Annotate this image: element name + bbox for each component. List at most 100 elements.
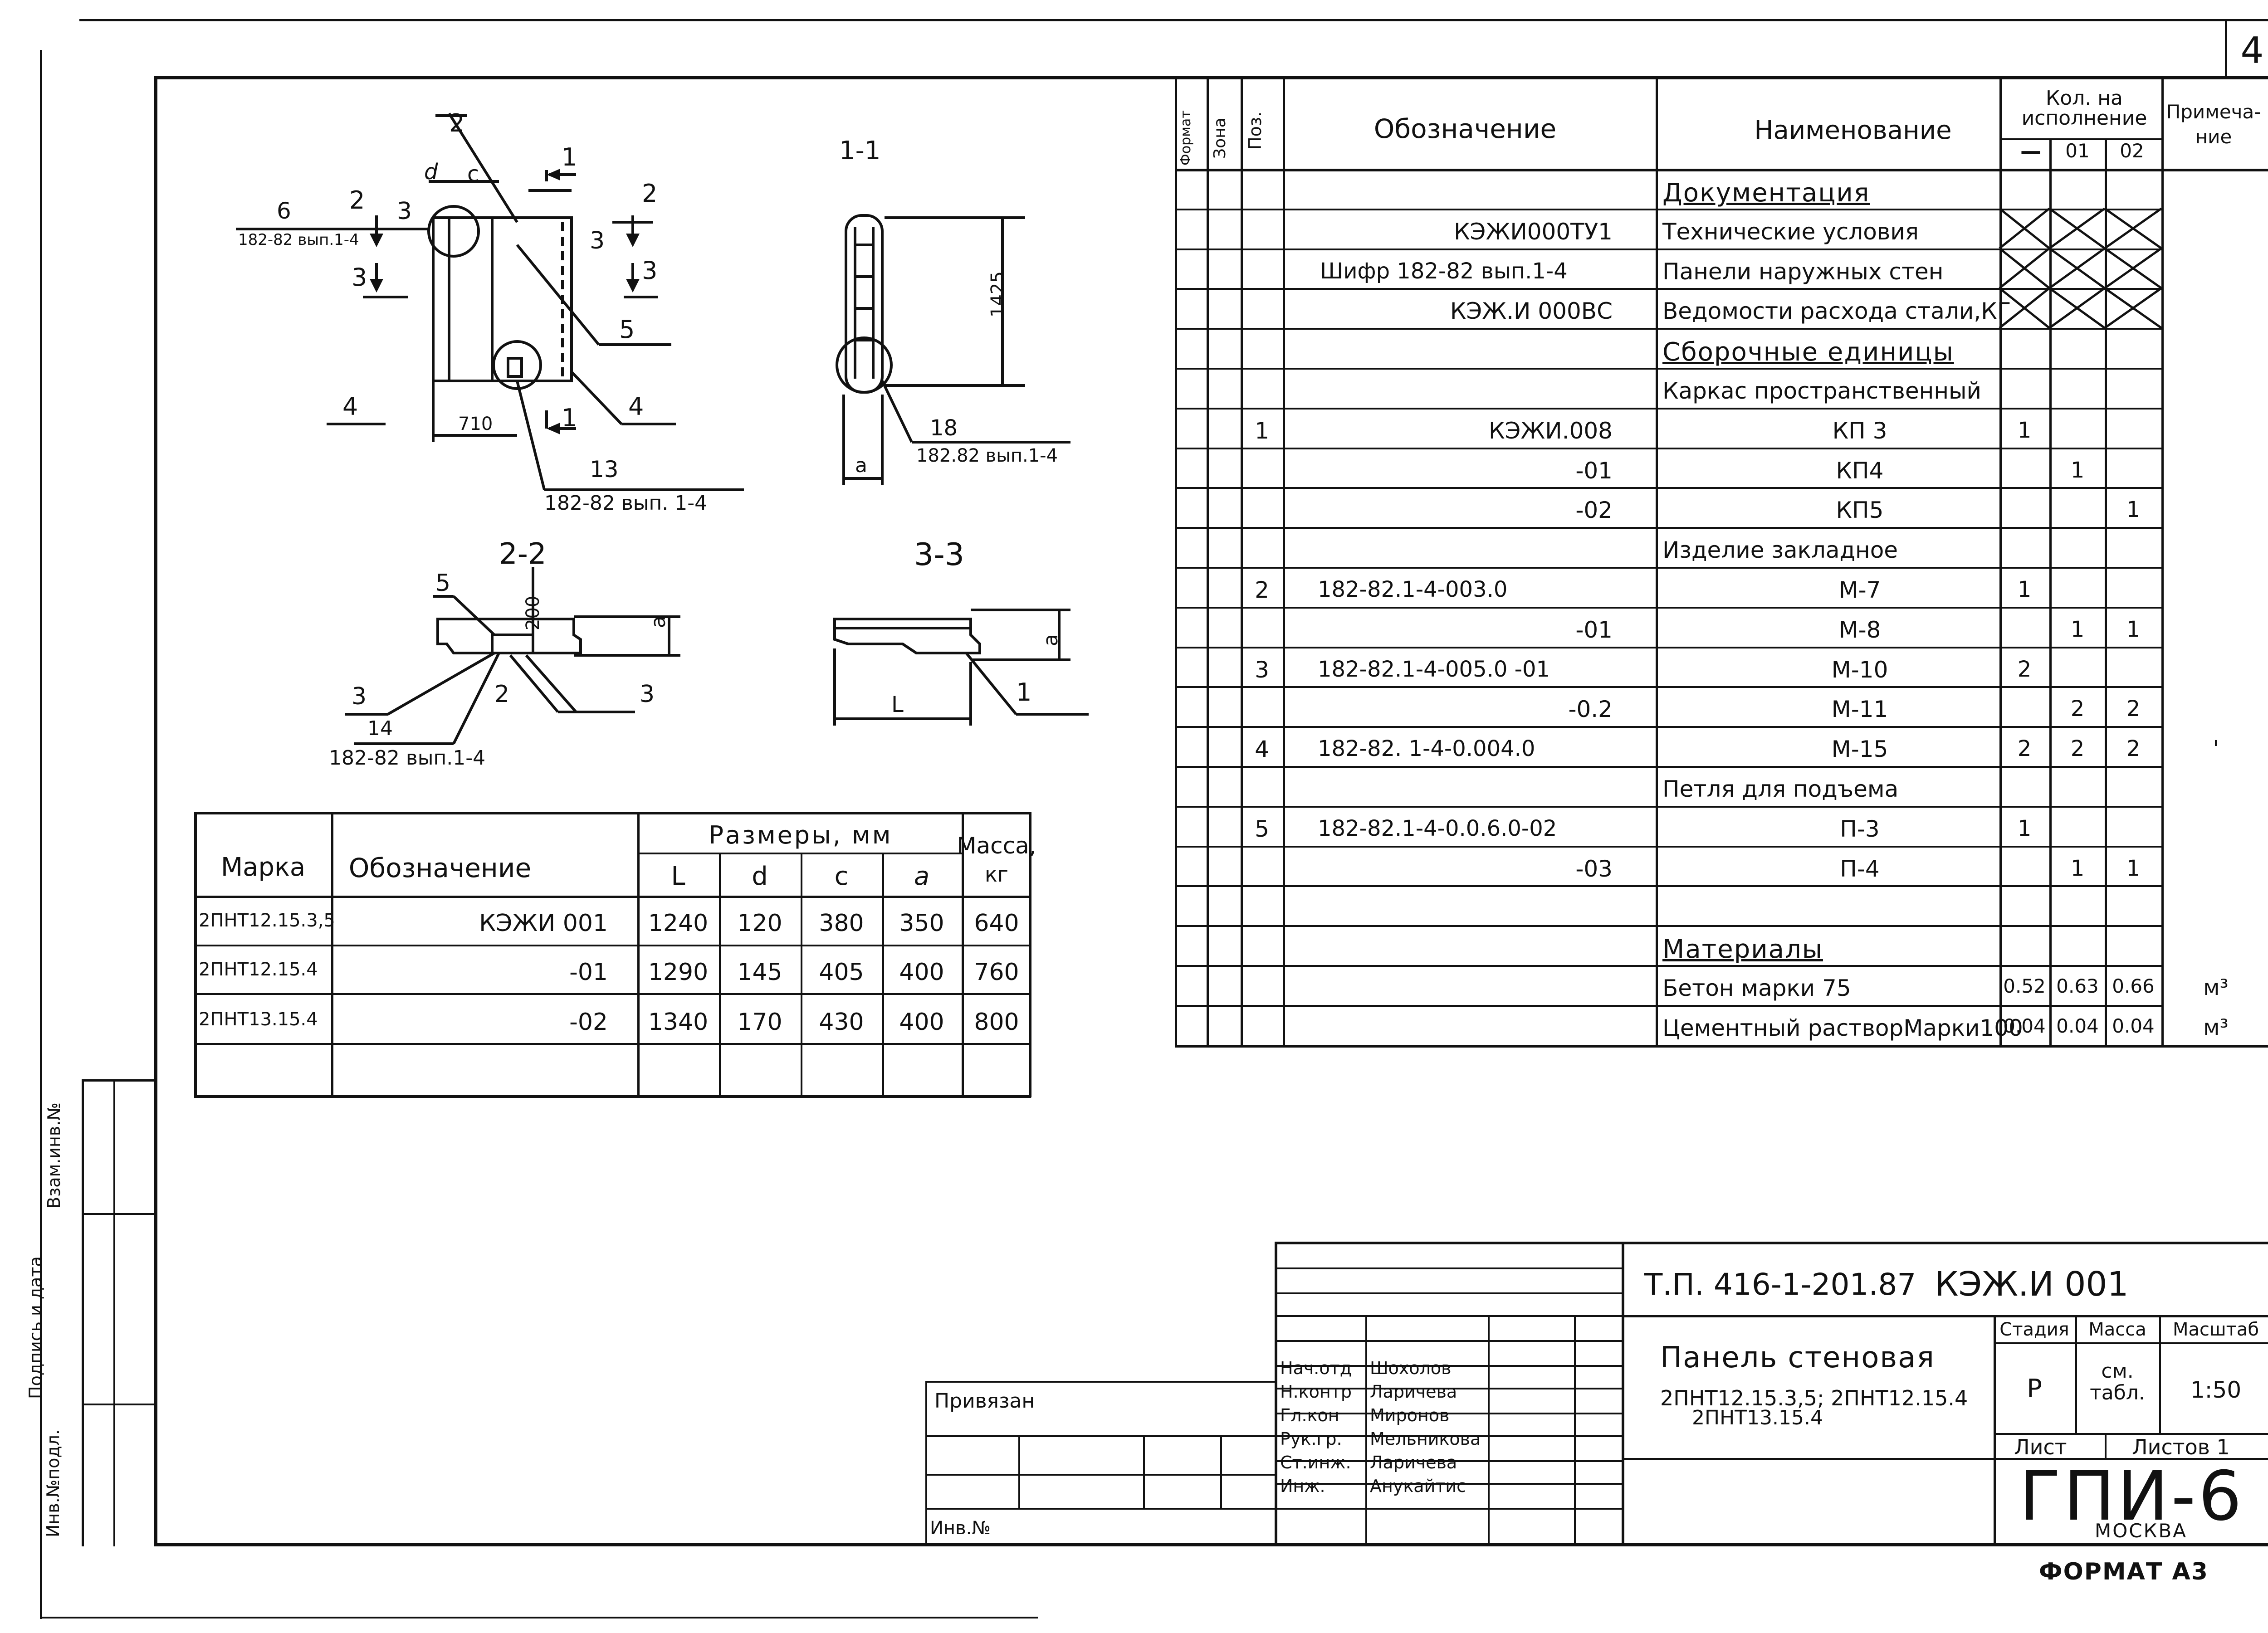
doc-code: Т.П. 416-1-201.87 xyxy=(1644,1267,1916,1302)
org-name: ГПИ-6 xyxy=(2019,1457,2245,1536)
spec-name: КП4 xyxy=(1836,457,1884,484)
dim-d: d xyxy=(424,159,438,185)
spec-qty-q2: 0.66 xyxy=(2112,975,2155,997)
section-2-2-c3b: 3 xyxy=(640,681,655,708)
params-cell-mark: 2ПНТ12.15.4 xyxy=(199,959,318,980)
spec-header-q1: 01 xyxy=(2065,140,2090,162)
spec-qty-q1: 0.04 xyxy=(2056,1014,2099,1037)
params-header-mass-unit: кг xyxy=(985,862,1008,887)
callout-2-left: 2 xyxy=(349,186,365,214)
callout-1-bottom: 1 xyxy=(562,404,577,432)
spec-name: М-11 xyxy=(1831,696,1888,723)
spec-qty-q1: 0.63 xyxy=(2056,975,2099,997)
stage-value: Р xyxy=(2027,1374,2042,1404)
section-2-2-c5: 5 xyxy=(435,570,451,597)
spec-name: Ведомости расхода стали,КГ xyxy=(1662,298,2011,325)
doc-number: КЭЖ.И 001 xyxy=(1935,1265,2129,1304)
spec-designation: -02 xyxy=(1575,497,1613,524)
spec-qty-q2: 1 xyxy=(2126,616,2141,642)
format-label: ФОРМАТ А3 xyxy=(2039,1558,2209,1585)
sheet-label: Лист xyxy=(2014,1435,2067,1459)
params-header-mark: Марка xyxy=(220,853,306,882)
spec-designation: 182-82.1-4-003.0 xyxy=(1318,577,1508,602)
spec-pos: 1 xyxy=(1255,417,1269,444)
params-header-d: d xyxy=(752,862,768,891)
frame-top xyxy=(154,76,2268,79)
outer-left-line xyxy=(40,50,42,1619)
params-cell-designation: -01 xyxy=(569,959,608,986)
signature-role: Гл.кон xyxy=(1280,1405,1339,1425)
spec-name: Цементный растворМарки100 xyxy=(1662,1014,2023,1041)
spec-qty-q0: 0.04 xyxy=(2003,1014,2046,1037)
spec-name: Петля для подъема xyxy=(1662,776,1899,802)
spec-name: Бетон марки 75 xyxy=(1662,975,1851,1001)
spec-designation: КЭЖИ000ТУ1 xyxy=(1454,218,1613,245)
spec-designation: КЭЖИ.008 xyxy=(1489,417,1613,444)
callout-4-left: 4 xyxy=(342,392,358,421)
spec-qty-q2: 1 xyxy=(2126,497,2141,523)
spec-qty-q1: 2 xyxy=(2070,736,2085,762)
params-cell-c: 405 xyxy=(819,959,864,986)
spec-qty-q0: 0.52 xyxy=(2003,975,2046,997)
callout-3-b: 3 xyxy=(590,227,605,254)
privyazan-label: Привязан xyxy=(934,1389,1035,1413)
spec-designation: -01 xyxy=(1575,616,1613,643)
params-header-L: L xyxy=(671,862,685,891)
spec-designation: -01 xyxy=(1575,457,1613,484)
spec-name: Технические условия xyxy=(1662,218,1919,245)
spec-qty-q1: 1 xyxy=(2070,616,2085,642)
sheets-label: Листов 1 xyxy=(2132,1435,2230,1459)
spec-qty-q0: 1 xyxy=(2017,417,2032,443)
params-cell-a: 400 xyxy=(899,959,944,986)
params-cell-mark: 2ПНТ13.15.4 xyxy=(199,1009,318,1030)
spec-name: П-3 xyxy=(1840,815,1880,842)
callout-3-c: 3 xyxy=(352,263,367,292)
spec-designation: -03 xyxy=(1575,855,1613,882)
spec-designation: -0.2 xyxy=(1568,696,1613,723)
signature-role: Ст.инж. xyxy=(1280,1453,1351,1472)
signature-role: Рук.гр. xyxy=(1280,1429,1342,1449)
mass-label: Масса xyxy=(2088,1319,2146,1340)
spec-qty-q0: 2 xyxy=(2017,656,2032,682)
signature-name: Шохолов xyxy=(1370,1358,1452,1378)
params-cell-c: 430 xyxy=(819,1009,864,1036)
params-header-designation: Обозначение xyxy=(348,853,532,883)
callout-5: 5 xyxy=(619,315,635,344)
spec-qty-q0: 2 xyxy=(2017,736,2032,762)
doc-subtitle-1: 2ПНТ12.15.3,5; 2ПНТ12.15.4 xyxy=(1660,1386,1968,1410)
section-3-3-title: 3-3 xyxy=(914,537,965,573)
signature-name: Миронов xyxy=(1370,1405,1450,1425)
section-1-1-ref: 182.82 вып.1-4 xyxy=(916,445,1058,466)
spec-qty-q1: 1 xyxy=(2070,457,2085,483)
callout-2-top: 2 xyxy=(449,109,465,137)
params-cell-a: 350 xyxy=(899,910,944,937)
signature-name: Мельникова xyxy=(1370,1429,1481,1449)
spec-header-q0: — xyxy=(2020,139,2041,163)
spec-pos: 5 xyxy=(1255,815,1269,842)
spec-name: М-10 xyxy=(1831,656,1888,683)
doc-subtitle-2: 2ПНТ13.15.4 xyxy=(1692,1406,1823,1429)
spec-header-name: Наименование xyxy=(1754,116,1952,145)
spec-note: м³ xyxy=(2203,975,2229,1000)
spec-qty-q2: 2 xyxy=(2126,736,2141,762)
frame-left xyxy=(154,76,157,1546)
inv-label: Инв.№ xyxy=(930,1518,991,1539)
spec-name: КП 3 xyxy=(1832,417,1887,444)
spec-name: Каркас пространственный xyxy=(1662,378,1982,404)
dim-710: 710 xyxy=(458,414,493,434)
spec-header-designation: Обозначение xyxy=(1374,113,1557,144)
sheet-number: 4 xyxy=(2240,29,2264,72)
outer-top-line xyxy=(79,19,2268,21)
params-cell-d: 145 xyxy=(737,959,782,986)
spec-name: Документация xyxy=(1662,178,1870,208)
frame-bottom xyxy=(154,1543,2268,1546)
ref-13: 182-82 вып. 1-4 xyxy=(544,492,708,515)
params-cell-mark: 2ПНТ12.15.3,5 xyxy=(199,910,335,931)
params-cell-c: 380 xyxy=(819,910,864,937)
dim-c: c xyxy=(467,161,479,187)
callout-3-d: 3 xyxy=(642,256,658,285)
section-2-2-ref: 182-82 вып.1-4 xyxy=(329,746,486,770)
spec-name: М-15 xyxy=(1831,736,1888,763)
